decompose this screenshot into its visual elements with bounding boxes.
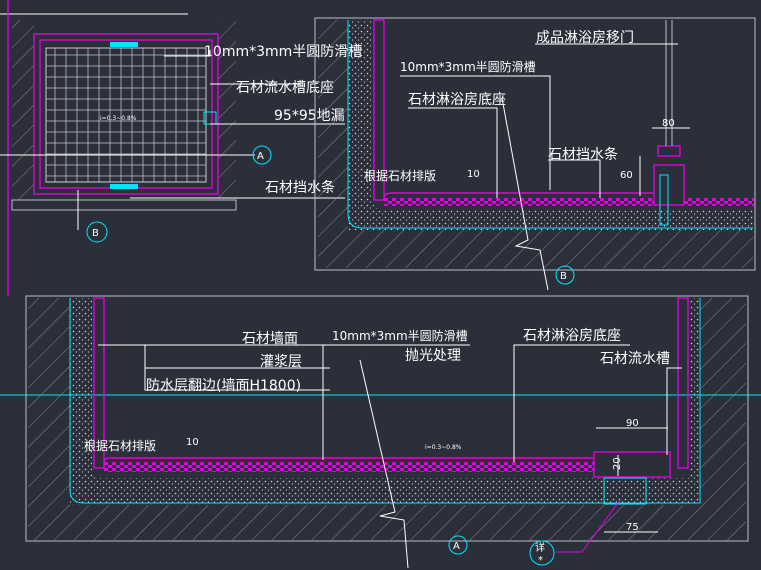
detail-marker-star: * xyxy=(538,555,543,566)
plan-outer-border xyxy=(33,33,219,195)
section-a-wall xyxy=(318,20,348,268)
section-b-leader xyxy=(513,344,630,462)
section-b-membrane xyxy=(69,298,701,504)
section-b-break-line xyxy=(359,359,409,569)
section-a-wall-stone xyxy=(373,19,385,201)
section-b-wall-right xyxy=(700,298,746,540)
section-a-leader xyxy=(548,159,601,198)
detail-leader xyxy=(556,499,621,553)
section-b-leader xyxy=(322,344,470,460)
plan-drain-slot xyxy=(110,42,138,47)
section-b-view: 石材墙面 灌浆层 防水层翻边(墙面H1800) 10mm*3mm半圆防滑槽 抛光… xyxy=(0,295,761,569)
plan-wall-left xyxy=(12,20,34,200)
label-polish: 抛光处理 xyxy=(405,348,461,364)
label-drain-channel: 石材流水槽 xyxy=(600,351,670,367)
plan-leader xyxy=(164,50,211,57)
section-a-leader xyxy=(408,107,498,198)
dim-gap: 10 xyxy=(467,169,480,180)
section-a-marker xyxy=(555,265,575,285)
section-b-leader xyxy=(666,367,682,455)
plan-view: i=0.3~0.8% 10mm*3mm半圆防滑槽 石材流水槽底座 95*95地漏… xyxy=(0,20,362,243)
label-wall-stone: 石材墙面 xyxy=(242,331,298,347)
section-marker-b-label: B xyxy=(92,228,99,239)
section-marker-a-label: A xyxy=(257,151,264,162)
section-b-slope-text: i=0.3~0.8% xyxy=(425,444,462,451)
section-a-leader xyxy=(400,75,551,190)
section-a-curb-rod xyxy=(659,174,669,226)
dim-height: 60 xyxy=(620,170,633,181)
section-marker-b xyxy=(86,221,108,243)
section-b-mortar xyxy=(70,298,700,505)
label-waterproof: 防水层翻边(墙面H1800) xyxy=(146,378,301,394)
section-a-base-top xyxy=(383,192,654,199)
section-b-marker-label: A xyxy=(453,541,460,552)
section-b-marker xyxy=(448,535,468,555)
section-b-wall-stone-right xyxy=(677,297,689,469)
label-sliding-door: 成品淋浴房移门 xyxy=(536,30,634,46)
section-a-label-anti-slip: 10mm*3mm半圆防滑槽 xyxy=(400,59,536,74)
section-b-dim-gap: 10 xyxy=(186,437,199,448)
section-a-break-line xyxy=(501,97,549,291)
plan-threshold xyxy=(11,199,237,211)
section-b-stone-base xyxy=(104,462,594,472)
dim-bottom-width: 75 xyxy=(626,522,639,533)
section-b-wall-left xyxy=(28,298,70,540)
section-a-frame xyxy=(314,17,756,271)
section-a-label-curb: 石材挡水条 xyxy=(548,146,618,163)
dim-width: 80 xyxy=(662,118,675,129)
section-a-label-shower-base: 石材淋浴房底座 xyxy=(408,92,506,108)
plan-label-drain-base: 石材流水槽底座 xyxy=(236,80,334,96)
section-a-door-track xyxy=(657,145,681,157)
section-b-layout-note: 根据石材排版 xyxy=(84,439,156,453)
section-b-label-shower-base: 石材淋浴房底座 xyxy=(523,328,621,344)
section-a-curb xyxy=(653,164,685,206)
section-b-label-anti-slip: 10mm*3mm半圆防滑槽 xyxy=(332,328,468,343)
section-a-stone-base xyxy=(384,198,654,206)
detail-marker xyxy=(529,540,555,566)
section-marker-a xyxy=(252,145,272,165)
section-a-marker-label: B xyxy=(560,271,567,282)
detail-marker-label: 详 xyxy=(535,541,545,554)
label-grout: 灌浆层 xyxy=(260,354,302,370)
section-b-drain-block xyxy=(593,451,671,478)
section-a-layout-note: 根据石材排版 xyxy=(364,169,436,183)
section-b-slab xyxy=(70,505,700,540)
drain-pipe-icon xyxy=(603,477,647,505)
plan-label-curb: 石材挡水条 xyxy=(265,179,335,196)
plan-slope-text: i=0.3~0.8% xyxy=(100,115,137,122)
plan-tile-grid xyxy=(45,47,207,183)
plan-curb-slot xyxy=(110,184,138,189)
section-b-base-top xyxy=(103,457,594,463)
section-b-frame xyxy=(25,295,749,542)
section-a-stone-outside xyxy=(684,198,754,206)
dim-drain-depth: 20 xyxy=(612,457,623,470)
dim-drain-width: 90 xyxy=(626,418,639,429)
section-b-wall-stone-left xyxy=(93,297,105,469)
section-a-view: 成品淋浴房移门 10mm*3mm半圆防滑槽 石材淋浴房底座 石材挡水条 根据石材… xyxy=(314,17,756,291)
section-a-membrane xyxy=(347,20,753,229)
section-a-slab xyxy=(348,230,753,268)
section-b-leader xyxy=(144,345,330,391)
